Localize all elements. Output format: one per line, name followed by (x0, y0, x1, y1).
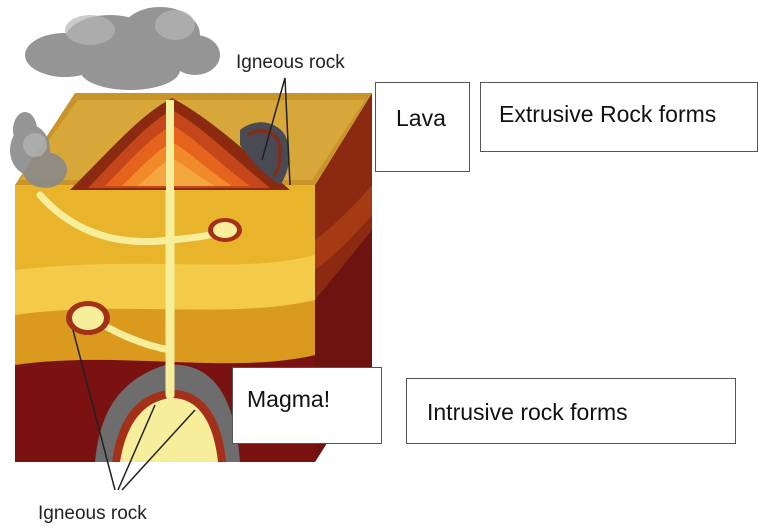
extrusive-rock-box: Extrusive Rock forms (480, 82, 758, 152)
intrusive-rock-box-text: Intrusive rock forms (427, 399, 628, 425)
lava-box-text: Lava (396, 105, 446, 131)
igneous-rock-label-top: Igneous rock (236, 52, 345, 74)
lava-box: Lava (375, 82, 470, 172)
magma-box: Magma! (232, 367, 382, 444)
intrusive-rock-box: Intrusive rock forms (406, 378, 736, 444)
igneous-rock-label-bottom: Igneous rock (38, 503, 147, 525)
extrusive-rock-box-text: Extrusive Rock forms (499, 101, 716, 127)
magma-box-text: Magma! (247, 386, 330, 412)
